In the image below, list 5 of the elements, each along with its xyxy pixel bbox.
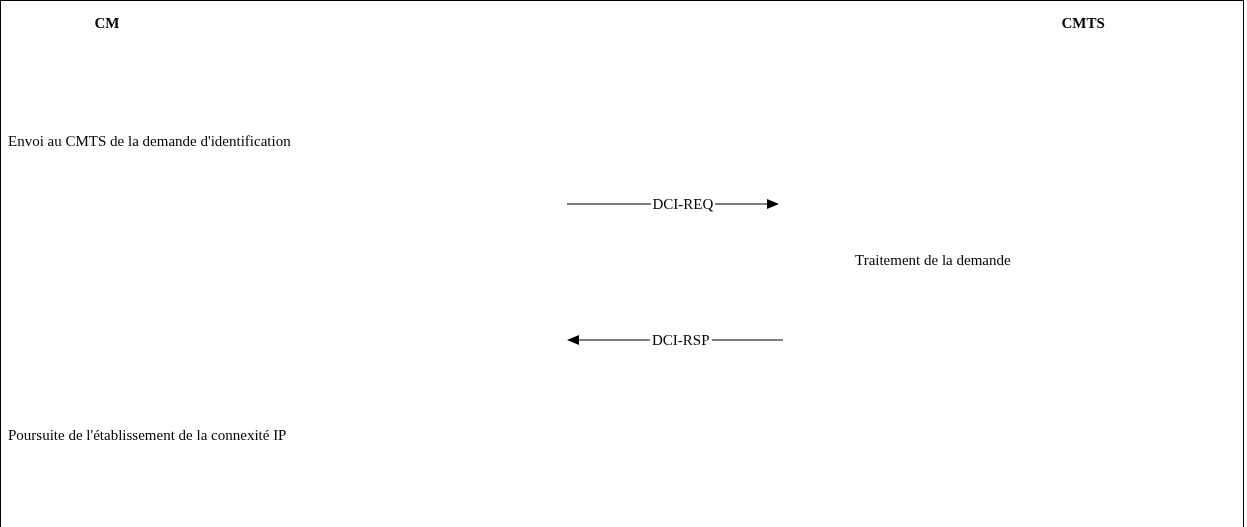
step-text: Poursuite de l'établissement de la connexité IP bbox=[8, 426, 287, 444]
column-heading: CM bbox=[94, 14, 120, 32]
step-text: Traitement de la demande bbox=[855, 251, 1011, 269]
step-text: Envoi au CMTS de la demande d'identification bbox=[8, 132, 291, 150]
column-heading: CMTS bbox=[1061, 14, 1105, 32]
